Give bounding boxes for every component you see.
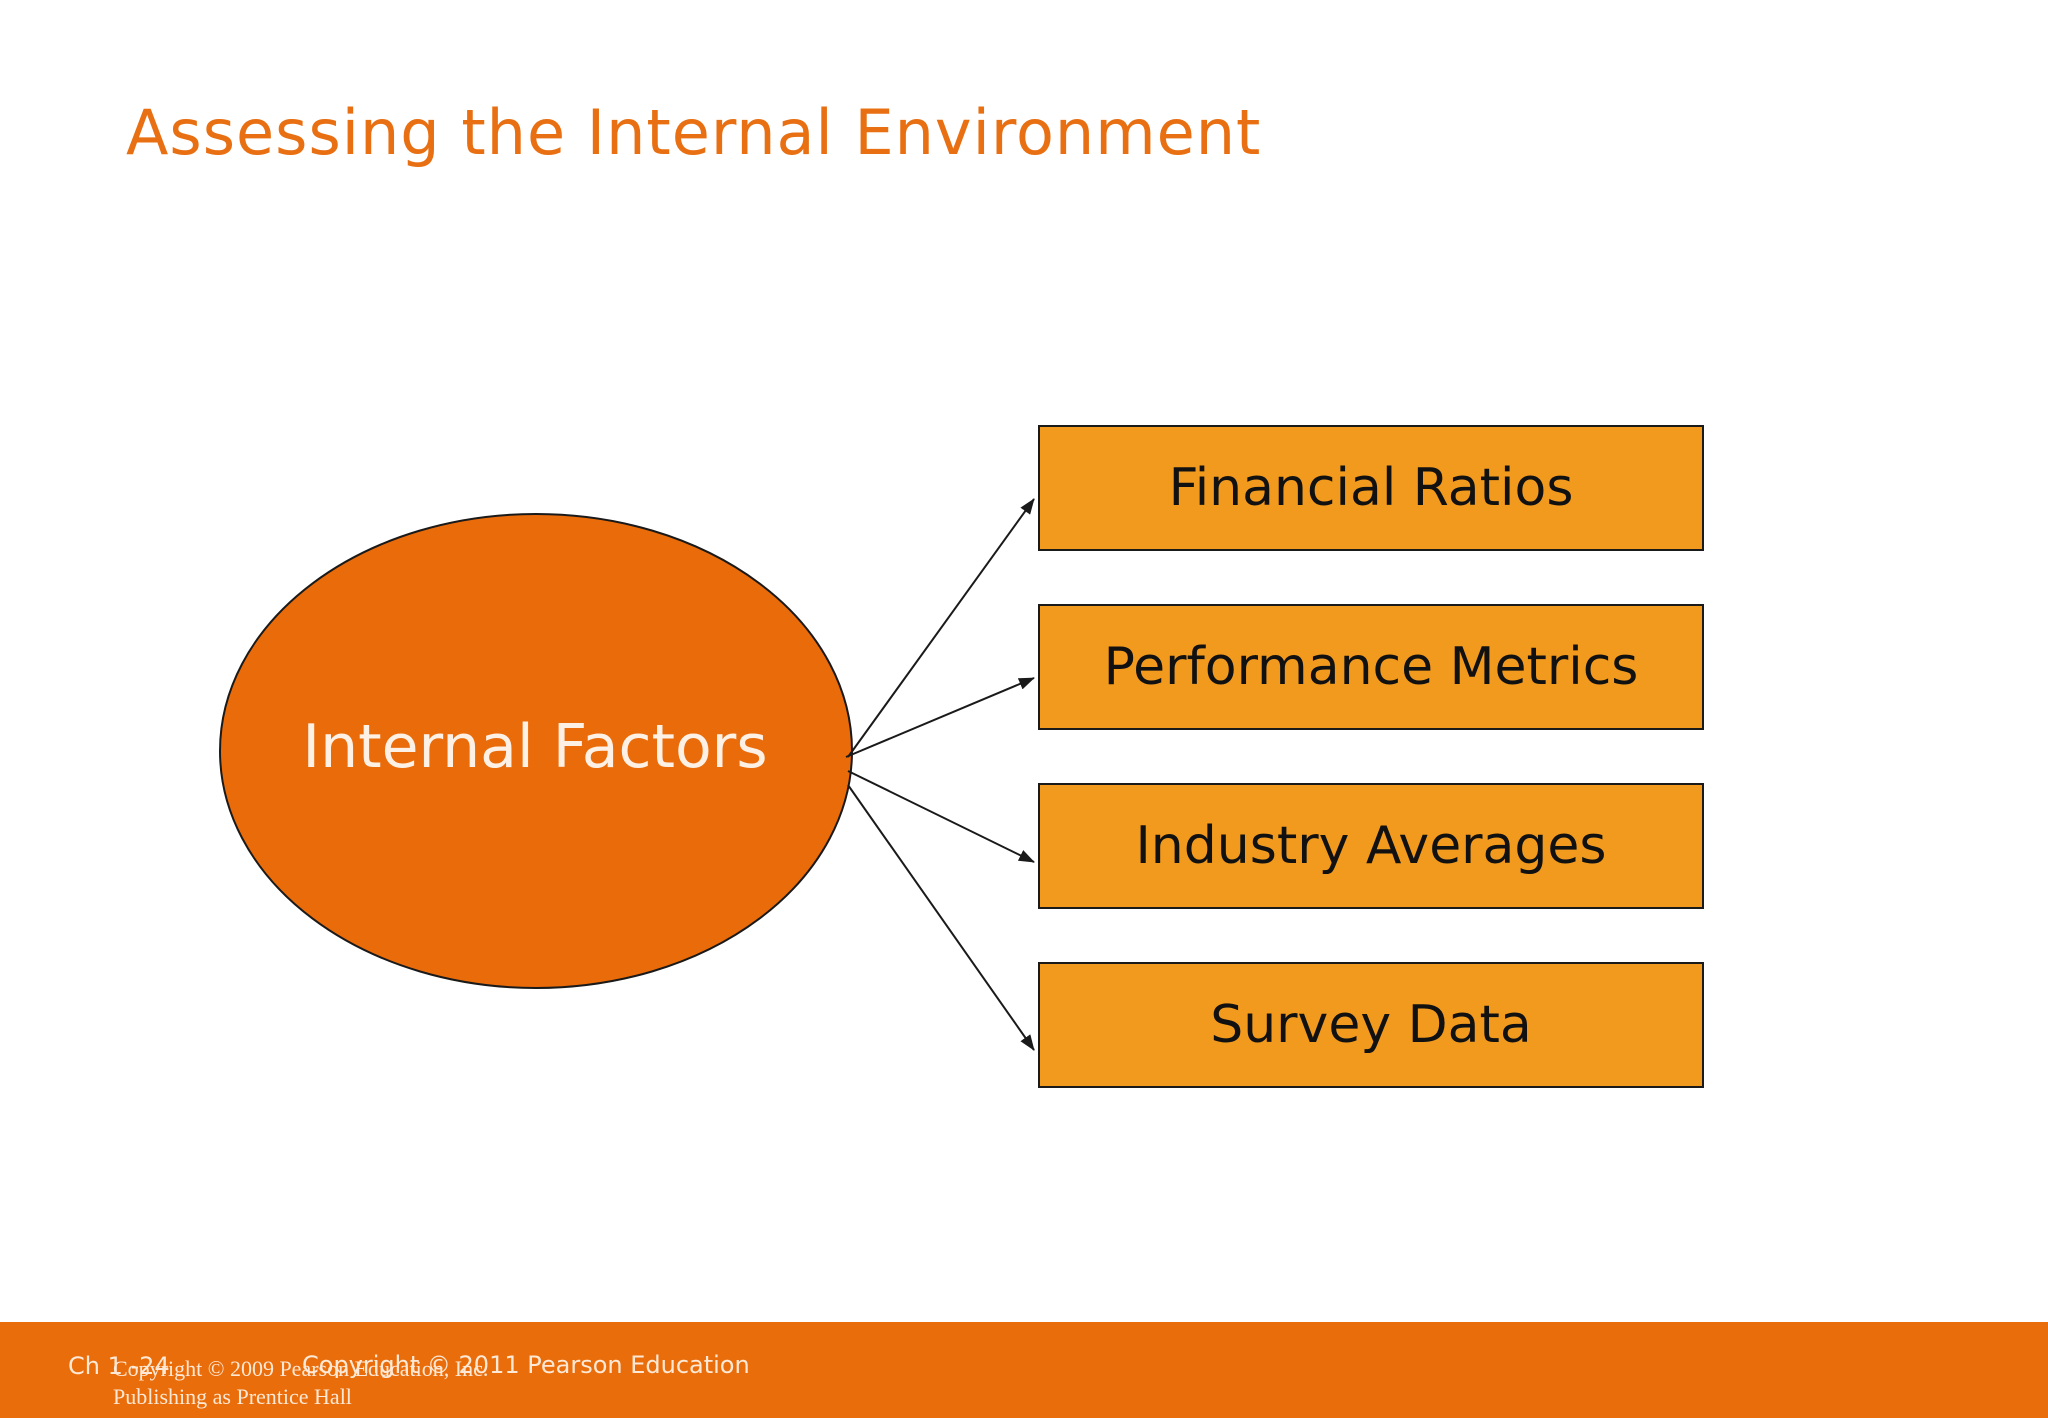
survey-data-label: Survey Data <box>1210 995 1532 1055</box>
arrow-to-survey-data <box>847 784 1035 1051</box>
survey-data-box: Survey Data <box>1038 962 1704 1088</box>
financial-ratios-label: Financial Ratios <box>1168 458 1574 518</box>
financial-ratios-box: Financial Ratios <box>1038 425 1704 551</box>
footer-copyright: Copyright © 2011 Pearson Education <box>302 1351 750 1379</box>
industry-averages-label: Industry Averages <box>1135 816 1607 876</box>
performance-metrics-label: Performance Metrics <box>1103 637 1639 697</box>
arrow-to-financial-ratios <box>847 498 1035 758</box>
slide-title: Assessing the Internal Environment <box>126 96 1262 169</box>
footer-old-copyright-line1: Copyright © 2009 Pearson Education, Inc. <box>113 1356 489 1381</box>
footer-bar <box>0 1322 2048 1418</box>
industry-averages-box: Industry Averages <box>1038 783 1704 909</box>
footer-old-copyright-line2: Publishing as Prentice Hall <box>113 1384 352 1409</box>
internal-factors-label: Internal Factors <box>302 712 768 782</box>
slide-number: Ch 1 -24 <box>68 1352 170 1380</box>
arrow-to-performance-metrics <box>845 677 1035 758</box>
performance-metrics-box: Performance Metrics <box>1038 604 1704 730</box>
arrow-to-industry-averages <box>847 770 1035 863</box>
